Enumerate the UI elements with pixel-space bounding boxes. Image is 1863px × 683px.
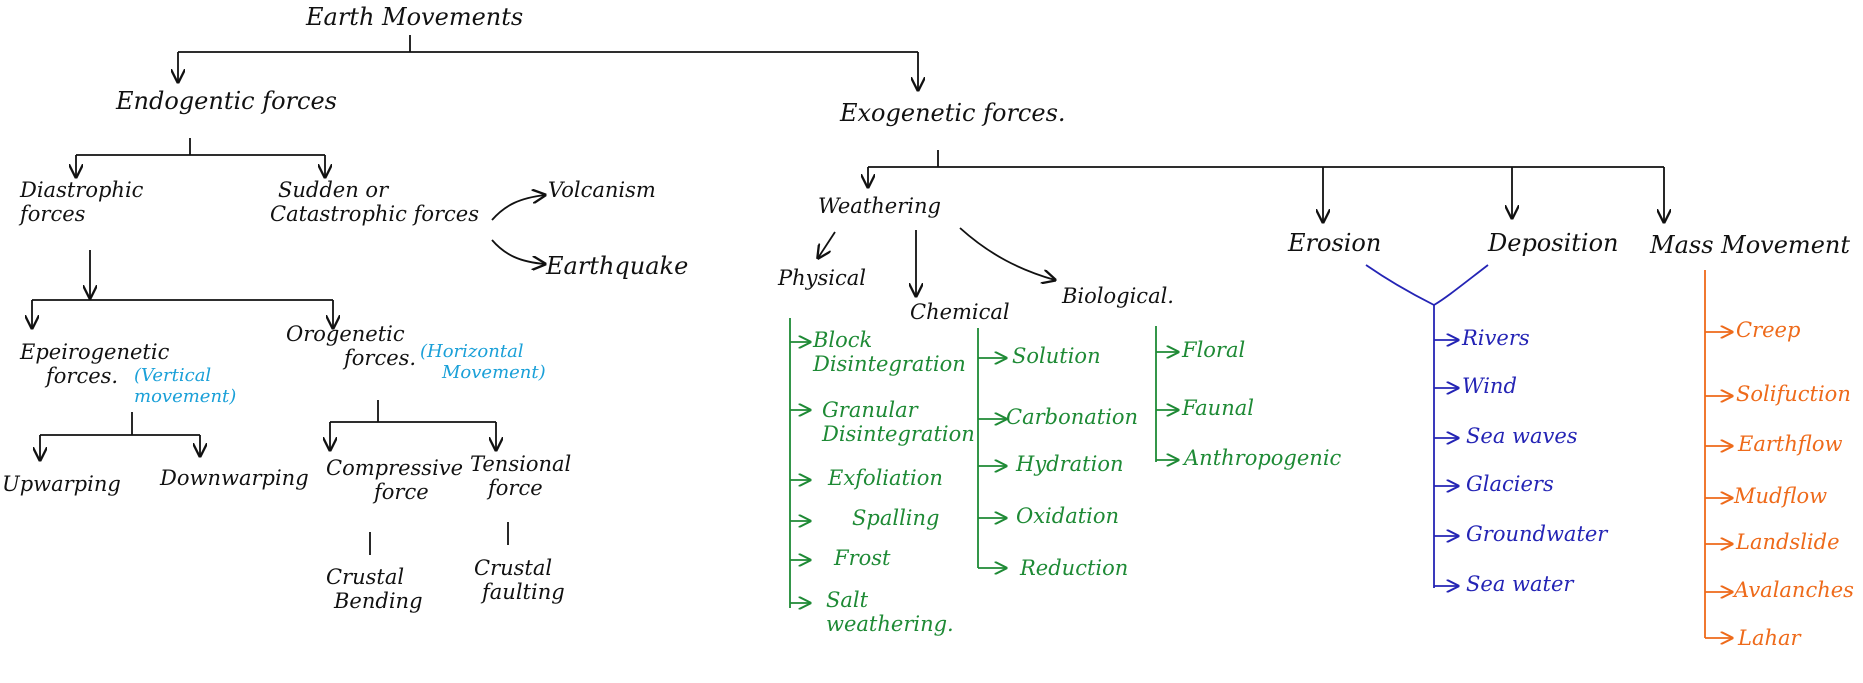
- root-title: Earth Movements: [306, 3, 524, 31]
- sudden-line2: Catastrophic forces: [270, 202, 479, 227]
- mass-movement-item: Avalanches: [1734, 578, 1854, 602]
- chemical-item: Hydration: [1016, 452, 1124, 476]
- endogenetic-title: Endogentic forces: [116, 87, 337, 115]
- epeirogenetic-line1: Epeirogenetic: [20, 340, 170, 364]
- orogenetic-node: Orogenetic forces.: [286, 322, 416, 370]
- agent-item: Sea waves: [1466, 424, 1578, 448]
- epeirogenetic-note: (Vertical movement): [134, 365, 237, 407]
- biological-item: Faunal: [1182, 396, 1254, 420]
- compressive-line1: Compressive: [326, 456, 464, 480]
- crustal-bending-node: Crustal Bending: [326, 565, 423, 613]
- orogenetic-note1: (Horizontal: [420, 341, 524, 362]
- agent-item: Glaciers: [1466, 472, 1554, 496]
- mass-movement-item: Earthflow: [1738, 432, 1843, 456]
- mass-movement-item: Mudflow: [1734, 484, 1828, 508]
- agent-arrows: [1434, 340, 1458, 586]
- mass-movement-item: Lahar: [1738, 626, 1801, 650]
- downwarping-node: Downwarping: [160, 466, 309, 490]
- physical-item: Exfoliation: [828, 466, 943, 490]
- volcanism-node: Volcanism: [548, 178, 656, 202]
- physical-title: Physical: [778, 266, 867, 290]
- diastrophic-line2: forces: [20, 202, 86, 227]
- mass-movement-item: Creep: [1736, 318, 1801, 342]
- agent-item: Rivers: [1462, 326, 1530, 350]
- epeirogenetic-line2: forces.: [46, 364, 119, 389]
- mass-movement-arrows: [1705, 332, 1732, 638]
- compressive-line2: force: [374, 480, 429, 505]
- epeirogenetic-note2: movement): [134, 385, 237, 407]
- crustal-faulting-node: Crustal faulting: [474, 556, 565, 604]
- diastrophic-node: Diastrophic forces: [20, 178, 143, 226]
- earthquake-node: Earthquake: [546, 252, 689, 280]
- chemical-item: Carbonation: [1006, 405, 1139, 429]
- exogenetic-title: Exogenetic forces.: [840, 99, 1066, 127]
- chemical-item: Reduction: [1020, 556, 1129, 580]
- exogenetic-connectors: [818, 150, 1664, 296]
- chemical-title: Chemical: [910, 300, 1010, 324]
- mass-movement-item: Solifuction: [1736, 382, 1851, 406]
- compressive-node: Compressive force: [326, 456, 463, 504]
- chemical-item: Oxidation: [1016, 504, 1120, 528]
- sudden-line1: Sudden or: [278, 178, 389, 202]
- orogenetic-line1: Orogenetic: [286, 322, 405, 346]
- sudden-node: Sudden or Catastrophic forces: [270, 178, 479, 226]
- biological-item: Floral: [1182, 338, 1246, 362]
- agent-item: Wind: [1462, 374, 1517, 398]
- orogenetic-note: (Horizontal Movement): [420, 341, 546, 383]
- erosion-node: Erosion: [1288, 229, 1382, 257]
- epeirogenetic-node: Epeirogenetic forces.: [20, 340, 169, 388]
- physical-item: Granular Disintegration: [822, 398, 975, 447]
- physical-item: Spalling: [852, 506, 940, 530]
- diastrophic-line1: Diastrophic: [20, 178, 144, 202]
- weathering-arrows: [790, 342, 1178, 603]
- weathering-spines: [789, 318, 1157, 608]
- crustal-faulting-line2: faulting: [482, 580, 565, 605]
- crustal-bending-line1: Crustal: [326, 565, 405, 589]
- biological-title: Biological.: [1062, 284, 1174, 308]
- physical-item: Block Disintegration: [813, 328, 966, 377]
- physical-item: Salt weathering.: [826, 588, 954, 637]
- weathering-node: Weathering: [818, 194, 941, 218]
- chemical-item: Solution: [1012, 344, 1101, 368]
- agents-connectors: [1365, 264, 1489, 588]
- orogenetic-note2: Movement): [442, 361, 546, 383]
- agent-item: Groundwater: [1466, 522, 1608, 546]
- agent-item: Sea water: [1466, 572, 1574, 596]
- tensional-node: Tensional force: [470, 452, 571, 500]
- crustal-bending-line2: Bending: [334, 589, 423, 614]
- biological-item: Anthropogenic: [1184, 446, 1342, 470]
- tensional-line2: force: [488, 476, 543, 501]
- epeirogenetic-note1: (Vertical: [134, 365, 212, 386]
- mass-movement-item: Landslide: [1736, 530, 1840, 554]
- tensional-line1: Tensional: [470, 452, 572, 476]
- deposition-node: Deposition: [1488, 229, 1619, 257]
- upwarping-node: Upwarping: [2, 472, 121, 496]
- endogenetic-connectors: [32, 138, 545, 555]
- orogenetic-line2: forces.: [344, 346, 417, 371]
- crustal-faulting-line1: Crustal: [474, 556, 553, 580]
- physical-item: Frost: [834, 546, 891, 570]
- root-connector: [178, 35, 918, 90]
- mass-movement-title: Mass Movement: [1650, 231, 1850, 259]
